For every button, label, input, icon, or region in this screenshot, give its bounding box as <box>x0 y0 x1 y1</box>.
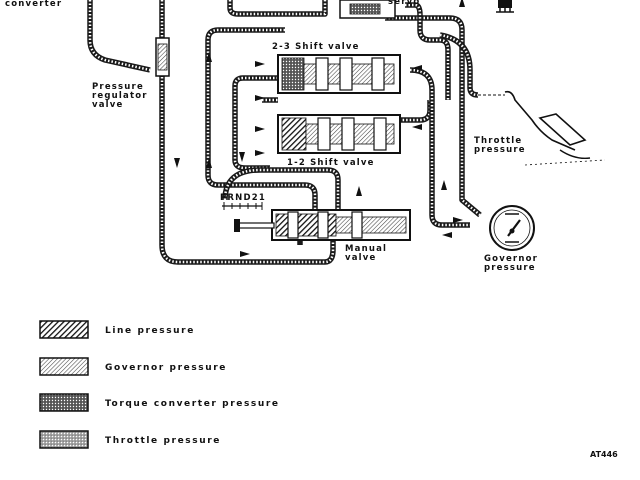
legend-swatch-line-pressure <box>39 320 89 339</box>
shift-12-label: 1-2 Shift valve <box>287 158 375 168</box>
shift-valve-2-3 <box>277 54 401 94</box>
manual-valve-label-line-1: Manual <box>345 244 387 254</box>
throttle-pedal <box>478 90 606 166</box>
hydraulic-lines <box>87 0 482 265</box>
converter-label: converter <box>5 0 62 9</box>
throttle-pressure-label-line-2: pressure <box>474 145 526 155</box>
legend-label-governor-pressure: Governor pressure <box>105 363 227 373</box>
throttle-pressure-label-line-1: Throttle <box>474 136 522 146</box>
legend-label-torque-converter-pressure: Torque converter pressure <box>105 399 280 409</box>
pressure-regulator-label-line-1: Pressure <box>92 82 144 92</box>
shift-valve-1-2 <box>277 114 401 154</box>
legend-label-line-pressure: Line pressure <box>105 326 195 336</box>
pressure-regulator-label-line-3: valve <box>92 100 124 110</box>
governor-pressure-label-line-2: pressure <box>484 263 536 273</box>
pressure-regulator-valve <box>155 37 170 77</box>
legend: Line pressure Governor pressure Torque c… <box>39 320 280 449</box>
servo <box>339 0 396 19</box>
figure-code: AT446 <box>590 450 618 459</box>
legend-label-throttle-pressure: Throttle pressure <box>105 436 221 446</box>
governor-pressure-label-line-1: Governor <box>484 254 538 264</box>
governor-pressure-gauge <box>489 205 535 251</box>
pressure-regulator-label-line-2: regulator <box>92 91 148 101</box>
servo-piston-icon <box>496 0 514 13</box>
flow-arrows <box>174 0 465 257</box>
legend-swatch-torque-converter-pressure <box>39 393 89 412</box>
prnd21-label: PRND21 <box>220 193 266 203</box>
manual-valve <box>222 202 411 241</box>
servo-label: servo <box>388 0 420 7</box>
shift-23-label: 2-3 Shift valve <box>272 42 360 52</box>
legend-swatch-throttle-pressure <box>39 430 89 449</box>
legend-swatch-governor-pressure <box>39 357 89 376</box>
manual-valve-label-line-2: valve <box>345 253 377 263</box>
